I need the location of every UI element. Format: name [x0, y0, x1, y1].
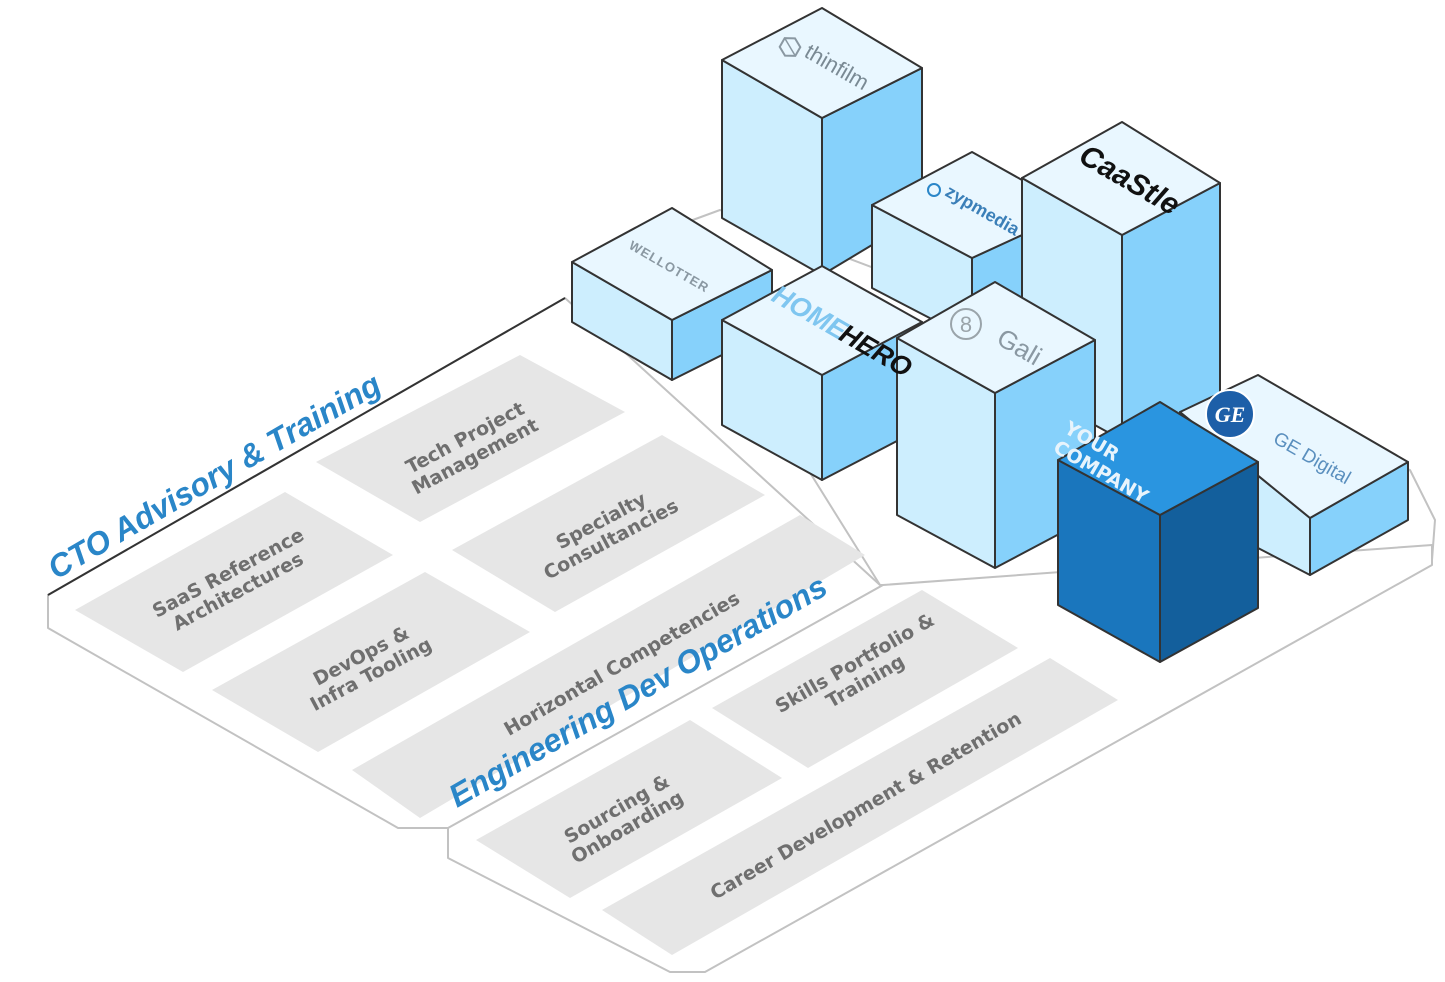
block-your-company	[1057, 401, 1259, 663]
ge-monogram: GE	[1215, 402, 1246, 427]
block-gali-top	[896, 281, 1096, 394]
cto-platform-edge	[47, 297, 566, 596]
cell-devops-infra-tooling	[212, 572, 530, 752]
block-thinfilm	[721, 7, 923, 276]
block-wellotter-top	[571, 207, 773, 321]
ge-monogram-icon	[1205, 389, 1255, 439]
zypmedia-icon	[927, 183, 941, 197]
cell-saas-reference-architectures	[75, 492, 393, 672]
thinfilm-icon	[778, 37, 802, 57]
block-homehero-top	[721, 265, 923, 376]
eng-cells	[476, 590, 1118, 955]
cell-horizontal-competencies	[352, 515, 865, 818]
cell-specialty-consultancies	[452, 435, 765, 612]
block-thinfilm-top	[721, 7, 923, 119]
gali-icon	[950, 308, 982, 340]
cell-tech-project-management	[316, 355, 625, 522]
block-your-company-top	[1057, 401, 1259, 516]
cto-cells	[75, 355, 865, 818]
cell-career-development-retention	[602, 658, 1118, 955]
gali-symbol: 8	[960, 312, 972, 337]
cell-sourcing-onboarding	[476, 720, 782, 898]
cell-skills-portfolio-training	[712, 590, 1018, 768]
block-caastle-top	[1021, 121, 1221, 236]
